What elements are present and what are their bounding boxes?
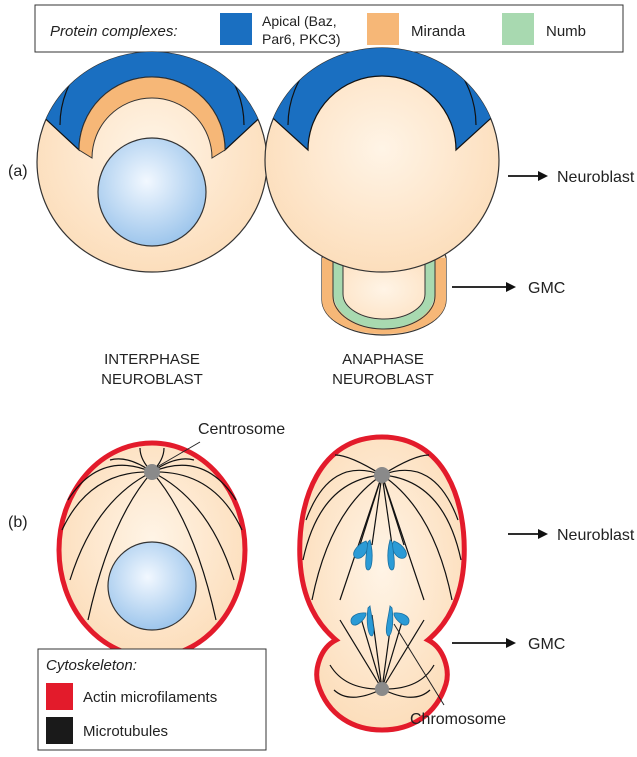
panel-a-tag: (a)	[8, 163, 28, 180]
numb-label: Numb	[546, 23, 586, 40]
panel-b-tag: (b)	[8, 514, 28, 531]
numb-swatch	[502, 13, 534, 45]
centrosome-bottom	[375, 682, 389, 696]
miranda-swatch	[367, 13, 399, 45]
anaphase-neuroblast-b	[300, 437, 465, 730]
interphase-caption-line1: INTERPHASE	[104, 351, 200, 368]
neuroblast-label-a: Neuroblast	[557, 169, 635, 186]
gmc-label-a: GMC	[528, 280, 565, 297]
arrow-neuroblast-a: Neuroblast	[508, 169, 635, 186]
miranda-label: Miranda	[411, 23, 466, 40]
nucleus-b	[108, 542, 196, 630]
apical-label-line1: Apical (Baz,	[262, 13, 337, 29]
chromosome-label: Chromosome	[410, 711, 506, 728]
centrosome-label: Centrosome	[198, 421, 285, 438]
nucleus	[98, 138, 206, 246]
cytoskeleton-legend: Cytoskeleton: Actin microfilaments Micro…	[38, 649, 266, 750]
anaphase-caption-line1: ANAPHASE	[342, 351, 424, 368]
gmc-label-b: GMC	[528, 636, 565, 653]
apical-label-line2: Par6, PKC3)	[262, 31, 341, 47]
microtubules-swatch	[46, 717, 73, 744]
interphase-neuroblast-b	[59, 443, 245, 657]
arrow-gmc-a: GMC	[452, 280, 565, 297]
cytoskeleton-legend-title: Cytoskeleton:	[46, 657, 137, 674]
apical-swatch	[220, 13, 252, 45]
actin-label: Actin microfilaments	[83, 689, 217, 706]
neuroblast-label-b: Neuroblast	[557, 527, 635, 544]
arrow-gmc-b: GMC	[452, 636, 565, 653]
anaphase-caption-line2: NEUROBLAST	[332, 371, 434, 388]
protein-legend-title: Protein complexes:	[50, 23, 178, 40]
interphase-caption-line2: NEUROBLAST	[101, 371, 203, 388]
arrow-neuroblast-b: Neuroblast	[508, 527, 635, 544]
centrosome-top	[374, 467, 390, 483]
actin-swatch	[46, 683, 73, 710]
protein-legend: Protein complexes: Apical (Baz, Par6, PK…	[35, 5, 623, 52]
microtubules-label: Microtubules	[83, 723, 168, 740]
